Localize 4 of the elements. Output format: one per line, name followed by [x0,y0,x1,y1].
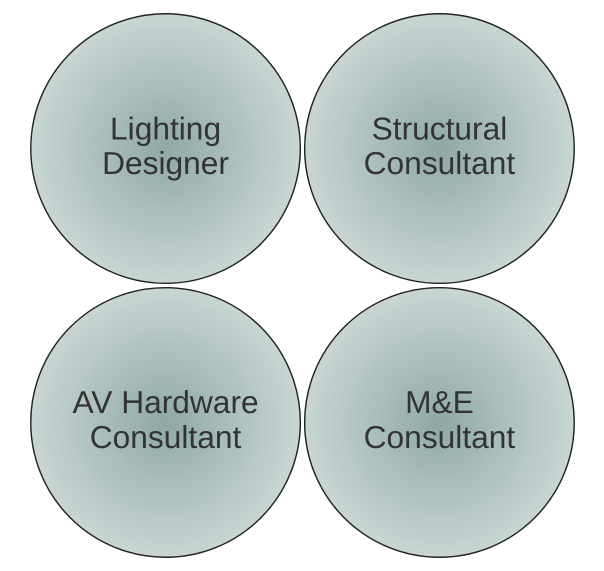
node-circle: Structural Consultant [303,13,574,284]
node-circle: Lighting Designer [30,13,301,284]
node-circle: AV Hardware Consultant [30,286,301,558]
node-circle: M&E Consultant [303,286,574,558]
